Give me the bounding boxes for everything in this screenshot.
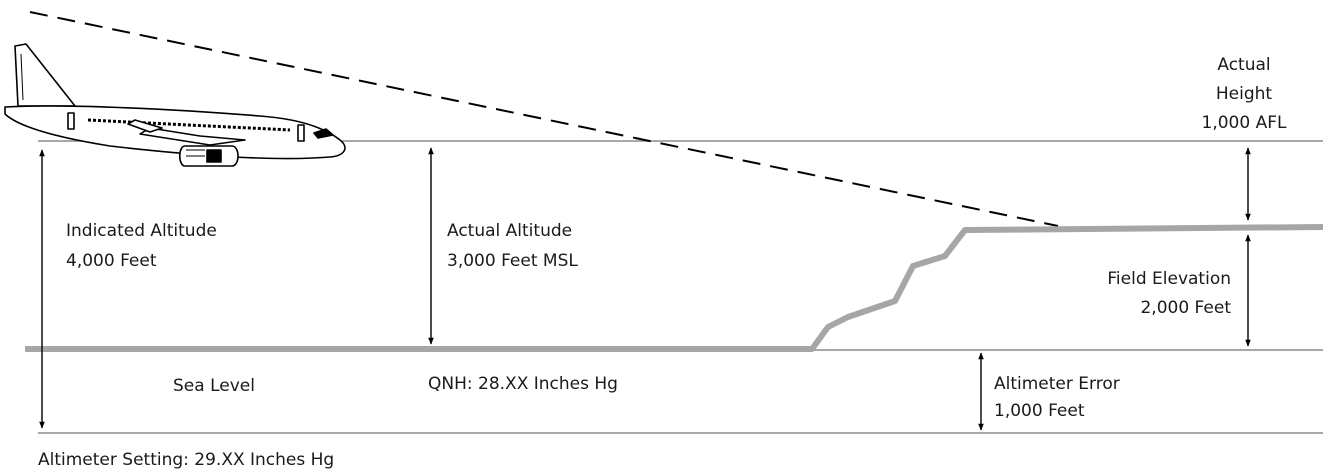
sea-level-label: Sea Level [173, 376, 255, 396]
actual-altitude-label: Actual Altitude [447, 221, 572, 241]
qnh-label: QNH: 28.XX Inches Hg [428, 374, 618, 394]
airliner-icon [4, 43, 346, 167]
actual-height-label-line2: Height [1216, 84, 1273, 104]
altimeter-error-value: 1,000 Feet [994, 401, 1085, 421]
indicated-altitude-value: 4,000 Feet [66, 251, 157, 271]
glide-path-dashed-line [29, 11, 1059, 227]
field-elevation-value: 2,000 Feet [1140, 298, 1231, 318]
actual-height-value: 1,000 AFL [1202, 113, 1287, 133]
indicated-altitude-label: Indicated Altitude [66, 221, 217, 241]
actual-altitude-value: 3,000 Feet MSL [447, 251, 578, 271]
altimeter-error-label: Altimeter Error [994, 374, 1120, 394]
field-elevation-label: Field Elevation [1107, 269, 1231, 289]
terrain-profile [25, 224, 1323, 352]
actual-height-label-line1: Actual [1217, 55, 1270, 75]
altimeter-setting-label: Altimeter Setting: 29.XX Inches Hg [38, 450, 334, 470]
